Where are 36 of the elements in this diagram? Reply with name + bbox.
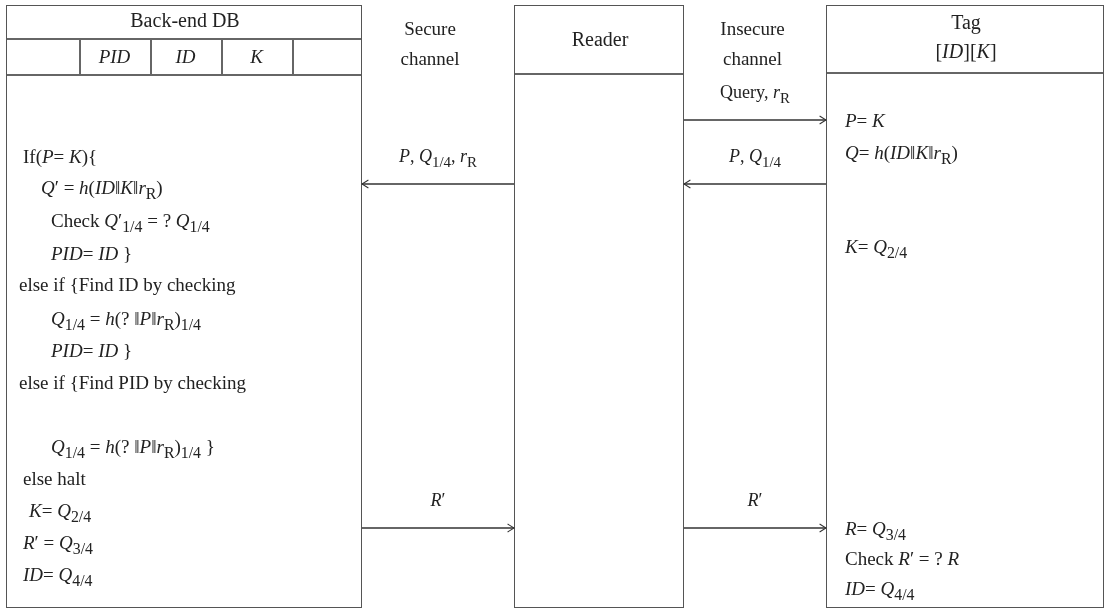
formula-text: P= K (845, 110, 885, 132)
lifeline-box (514, 5, 684, 608)
formula-text: Q= h(ID‖K‖r$_{R}$) (845, 142, 958, 169)
header-text: Reader (570, 28, 630, 50)
formula-text: Q$_{1/4}$ = h(? ‖P‖r$_{R}$)$_{1/4}$ } (51, 436, 215, 463)
channel-label: Insecure channel (719, 17, 786, 71)
message-arrow (683, 115, 827, 125)
formula-text: PID= ID } (51, 340, 133, 362)
header-text: [ID][K] (934, 40, 998, 62)
formula-text: Q′ = h(ID‖K‖r$_{R}$) (41, 177, 163, 204)
formula-text: K= Q$_{2/4}$ (29, 500, 92, 527)
message-arrow (683, 179, 827, 189)
formula-text: Check R′ = ? R (845, 548, 960, 570)
table-cell-text: K (249, 46, 265, 68)
formula-text: Q$_{1/4}$ = h(? ‖P‖r$_{R}$)$_{1/4}$ (51, 308, 202, 335)
table-cell-text: PID (97, 46, 132, 68)
table-cell-text: ID (174, 46, 197, 68)
message-arrow (361, 179, 515, 189)
formula-text: Check Q′$_{1/4}$ = ? Q$_{1/4}$ (51, 210, 210, 237)
message-arrow (361, 523, 515, 533)
lifeline-box (826, 5, 1104, 608)
formula-text: else if {Find PID by checking (19, 372, 247, 394)
channel-label: Secure channel (399, 17, 461, 71)
formula-text: R′ = Q$_{3/4}$ (23, 532, 93, 559)
formula-text: else halt (23, 468, 86, 490)
formula-text: R= Q$_{3/4}$ (845, 518, 907, 545)
formula-text: PID= ID } (51, 243, 133, 265)
formula-text: else if {Find ID by checking (19, 274, 236, 296)
formula-text: If(P= K){ (23, 146, 98, 168)
formula-text: ID= Q$_{4/4}$ (23, 564, 93, 591)
formula-text: ID= Q$_{4/4}$ (845, 578, 915, 605)
header-text: Back-end DB (129, 9, 241, 31)
formula-text: K= Q$_{2/4}$ (845, 236, 908, 263)
lifeline-box (6, 5, 362, 608)
header-text: Tag (950, 11, 982, 33)
message-arrow (683, 523, 827, 533)
